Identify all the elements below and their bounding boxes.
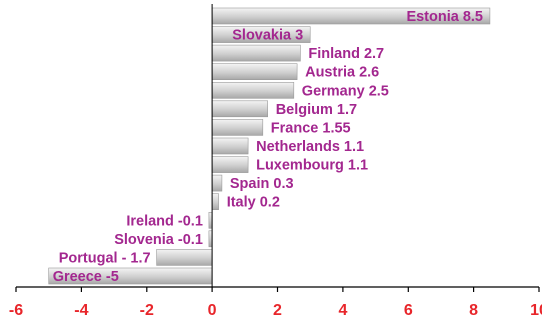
bar-label-luxembourg: Luxembourg 1.1 [256,158,368,174]
x-tick-label: 4 [338,302,347,319]
x-tick-label: -4 [74,302,88,319]
bar-germany [211,82,295,99]
bar-label-italy: Italy 0.2 [227,195,280,211]
bar-finland [211,44,301,62]
bar-portugal [156,249,213,266]
bar-label-finland: Finland 2.7 [308,46,384,62]
bar-label-france: France 1.55 [271,120,351,136]
bar-spain [211,174,223,192]
bar-label-austria: Austria 2.6 [305,65,379,81]
bar-label-belgium: Belgium 1.7 [276,102,357,118]
bar-label-slovakia: Slovakia 3 [232,28,303,44]
x-tick-label: 6 [404,302,413,319]
bar-luxembourg [211,156,249,173]
bar-belgium [211,100,269,118]
bar-label-estonia: Estonia 8.5 [406,9,483,25]
bar-label-slovenia: Slovenia -0.1 [114,232,203,248]
bar-label-germany: Germany 2.5 [302,83,389,99]
x-tick-label: 10 [530,302,542,319]
x-tick-label: -2 [140,302,154,319]
bar-label-ireland: Ireland -0.1 [126,213,203,229]
bar-austria [211,63,298,81]
bar-label-spain: Spain 0.3 [230,176,294,192]
bar-label-portugal: Portugal - 1.7 [59,250,151,266]
x-axis: -6 -4 -2 0 2 4 6 8 10 [9,4,542,319]
x-tick-label: 8 [469,302,478,319]
x-tick-label: -6 [9,302,23,319]
x-tick-label: 0 [208,302,217,319]
x-tick-label: 2 [273,302,282,319]
bar-label-greece: Greece -5 [53,269,119,285]
bar-label-netherlands: Netherlands 1.1 [256,139,364,155]
bar-italy [211,193,219,210]
bar-netherlands [211,137,249,155]
bar-france [211,119,264,136]
